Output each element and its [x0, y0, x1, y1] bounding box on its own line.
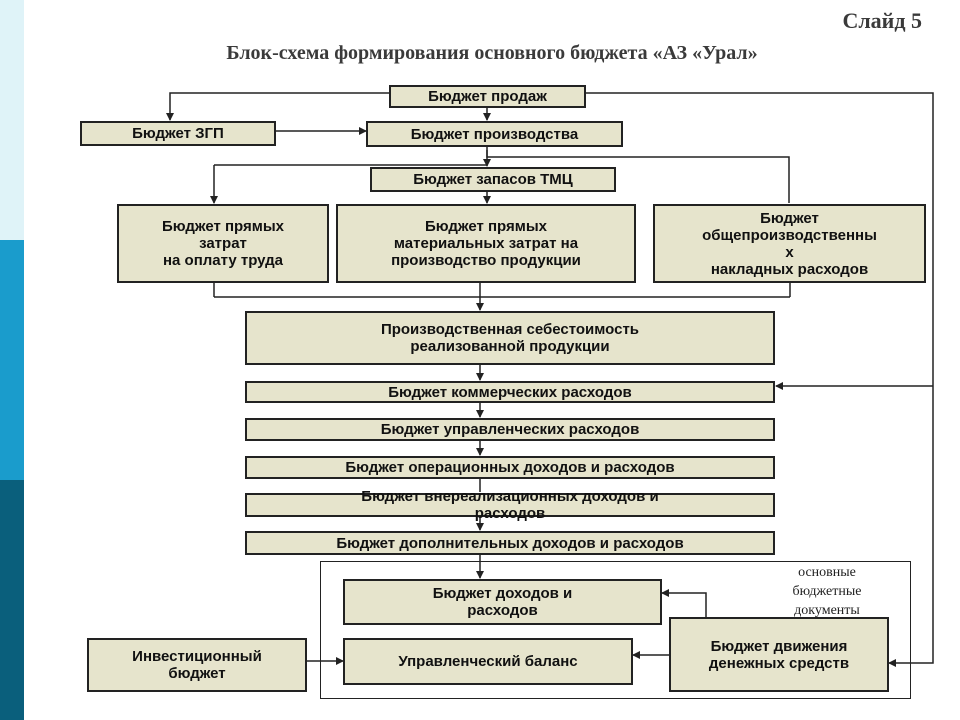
connector-production-distribution	[486, 150, 790, 203]
box-commercial-expenses: Бюджет коммерческих расходов	[245, 381, 775, 403]
box-additional-income-expenses: Бюджет дополнительных доходов и расходов	[245, 531, 775, 555]
box-management-balance: Управленческий баланс	[343, 638, 633, 685]
box-nonoperational-income-expenses: Бюджет внереализационных доходов и расхо…	[245, 488, 775, 522]
page-title: Блок-схема формирования основного бюджет…	[226, 42, 758, 64]
box-production-cost: Производственная себестоимость реализова…	[245, 311, 775, 365]
box-management-expenses: Бюджет управленческих расходов	[245, 418, 775, 441]
frame-note: основные бюджетные документы	[792, 565, 862, 617]
decor-stripe-top	[0, 0, 24, 240]
box-direct-material-budget: Бюджет прямых материальных затрат на про…	[336, 204, 636, 283]
box-sales-budget: Бюджет продаж	[389, 85, 586, 108]
box-operational-income-expenses: Бюджет операционных доходов и расходов	[245, 456, 775, 479]
box-income-expense-budget: Бюджет доходов и расходов	[343, 579, 662, 625]
connector-sales-zgp	[166, 92, 389, 121]
connector-cashflow-income	[661, 589, 707, 617]
decor-stripe-bottom	[0, 480, 24, 720]
box-inventory-budget: Бюджет запасов ТМЦ	[370, 167, 616, 192]
box-direct-labor-budget: Бюджет прямых затрат на оплату труда	[117, 204, 329, 283]
decor-stripe-middle	[0, 240, 24, 480]
box-zgp-budget: Бюджет ЗГП	[80, 121, 276, 146]
box-overhead-budget: Бюджет общепроизводственны х накладных р…	[653, 204, 926, 283]
box-production-budget: Бюджет производства	[366, 121, 623, 147]
box-investment-budget: Инвестиционный бюджет	[87, 638, 307, 692]
box-cashflow-budget: Бюджет движения денежных средств	[669, 617, 889, 692]
slide-label: Слайд 5	[842, 8, 922, 33]
connector-sales-loop	[585, 92, 934, 667]
